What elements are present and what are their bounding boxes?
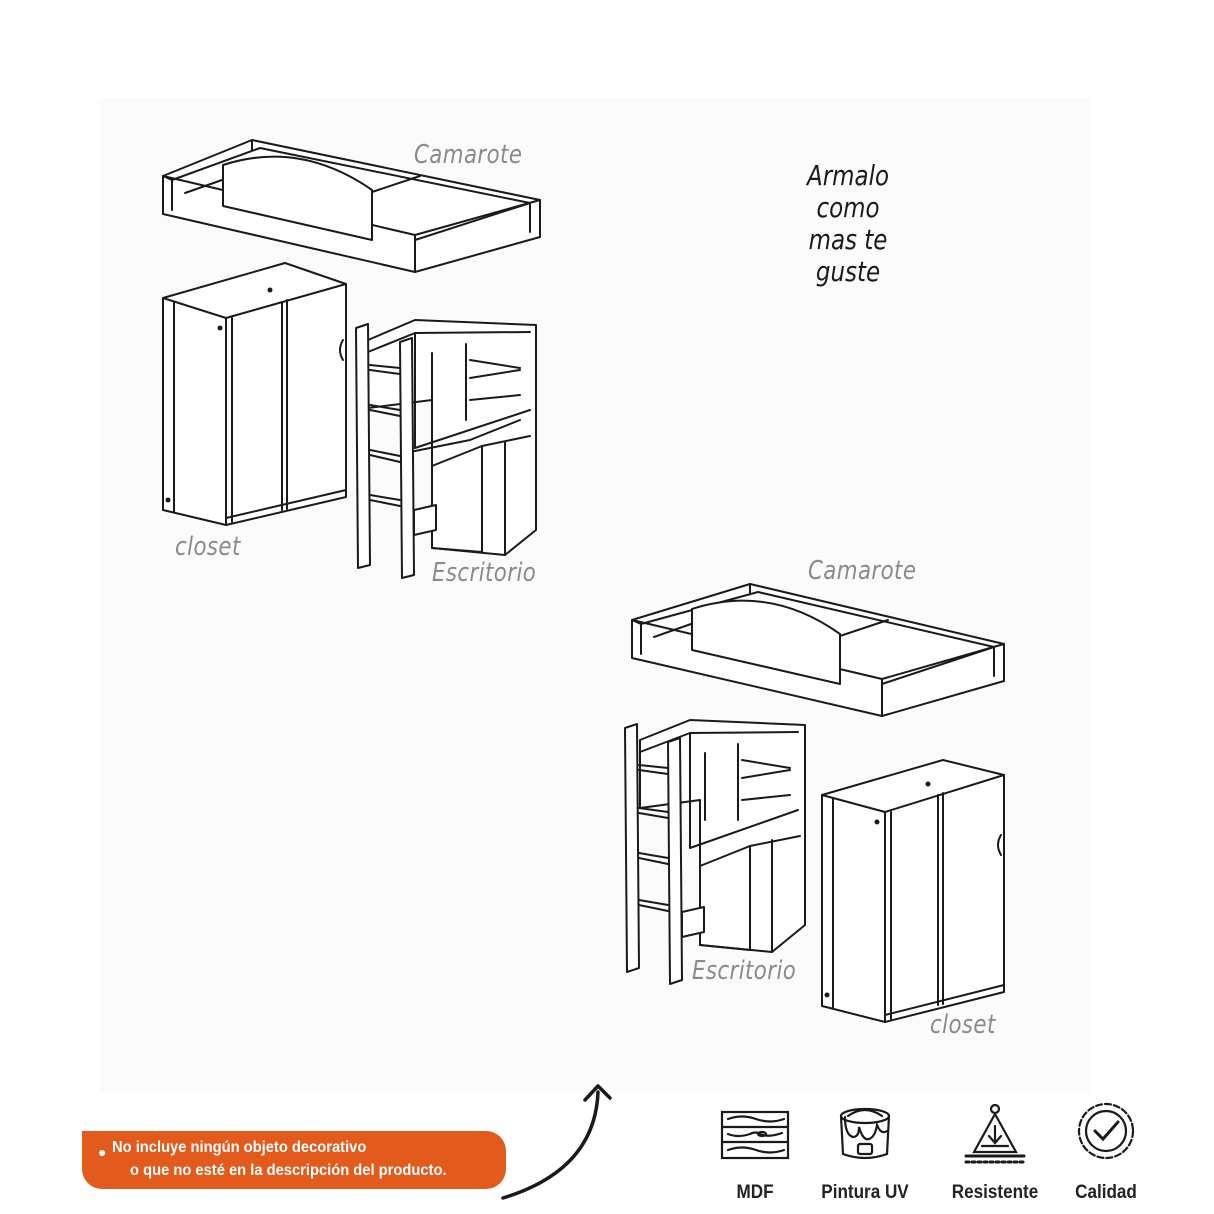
quality-badge-icon — [1077, 1102, 1135, 1160]
escritorio-drawing-top — [355, 319, 537, 579]
feature-label-mdf: MDF — [736, 1182, 774, 1203]
camarote-drawing-top — [162, 139, 541, 273]
curved-arrow — [501, 1084, 612, 1200]
motto-line-2: mas te guste — [808, 223, 888, 288]
feature-label-pintura-uv: Pintura UV — [821, 1182, 909, 1203]
bullet-icon: ● — [98, 1144, 107, 1160]
paint-bucket-icon — [839, 1107, 891, 1160]
weight-resistance-icon — [964, 1103, 1026, 1164]
escritorio-drawing-bottom — [624, 719, 806, 985]
label-closet-top: closet — [175, 532, 241, 562]
feature-label-calidad: Calidad — [1075, 1182, 1137, 1203]
label-closet-bottom: closet — [930, 1010, 996, 1040]
label-camarote-top: Camarote — [414, 140, 523, 170]
label-escritorio-top: Escritorio — [432, 558, 537, 588]
label-escritorio-bottom: Escritorio — [692, 956, 797, 986]
closet-drawing-top — [162, 262, 347, 526]
wood-grain-icon — [720, 1110, 790, 1160]
motto-line-1: Armalo como — [806, 159, 889, 224]
note-line-1: No incluye ningún objeto decorativo — [112, 1139, 367, 1156]
feature-label-resistente: Resistente — [951, 1182, 1039, 1203]
disclaimer-note: ● No incluye ningún objeto decorativo o … — [82, 1131, 506, 1189]
note-line-2: o que no esté en la descripción del prod… — [130, 1162, 447, 1179]
feature-calidad: Calidad — [1051, 1100, 1161, 1210]
label-camarote-bottom: Camarote — [808, 556, 917, 586]
feature-resistente: Resistente — [940, 1100, 1050, 1210]
camarote-drawing-bottom — [631, 583, 1005, 717]
closet-drawing-bottom — [821, 759, 1005, 1023]
motto-text: Armalo como mas te guste — [782, 160, 913, 288]
feature-mdf: MDF — [700, 1100, 810, 1210]
feature-pintura-uv: Pintura UV — [810, 1100, 920, 1210]
